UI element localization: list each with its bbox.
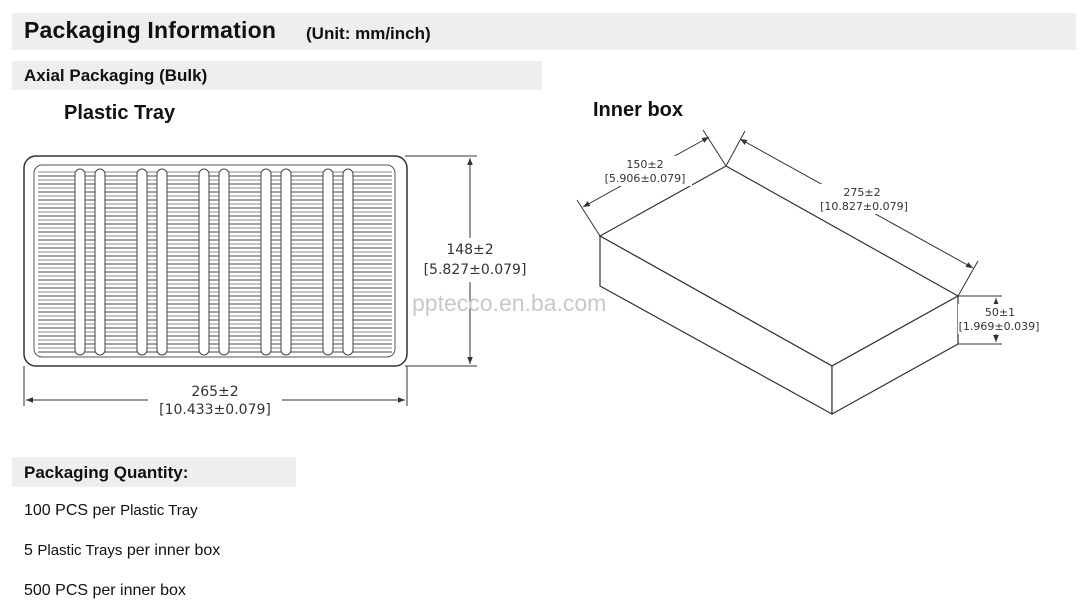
tray-label: Plastic Tray [64,102,176,124]
quantity-section-bar: Packaging Quantity: [12,457,296,487]
box-width-mm: 150±2 [626,158,663,171]
tray-width-inch: [10.433±0.079] [159,402,271,418]
box-height-inch: [1.969±0.039] [959,320,1040,333]
tray-height-mm: 148±2 [446,242,493,258]
tray-height-dimension: 148±2 [5.827±0.079] [405,155,536,367]
tray-height-inch: [5.827±0.079] [424,262,527,278]
box-height-dimension: 50±1 [1.969±0.039] [958,295,1042,345]
box-length-inch: [10.827±0.079] [820,200,908,213]
quantity-title: Packaging Quantity: [24,463,189,482]
box-length-dimension: 275±2 [10.827±0.079] [725,130,979,297]
tray-width-mm: 265±2 [191,384,238,400]
title-bar: Packaging Information (Unit: mm/inch) [12,13,1076,50]
box-length-mm: 275±2 [843,186,880,199]
quantity-line-3: 500 PCS per inner box [24,582,186,599]
plastic-tray-drawing [23,155,408,367]
page-title: Packaging Information [24,17,277,43]
quantity-line-2: 5 Plastic Trays per inner box [24,542,221,559]
axial-section-title: Axial Packaging (Bulk) [24,66,208,85]
unit-note: (Unit: mm/inch) [306,24,431,43]
axial-section-bar: Axial Packaging (Bulk) [12,61,542,90]
box-height-mm: 50±1 [985,306,1015,319]
tray-width-dimension: 265±2 [10.433±0.079] [23,366,408,420]
quantity-line-1: 100 PCS per Plastic Tray [24,502,198,519]
tray-ribs [74,168,354,356]
watermark: pptecco.en.ba.com [412,290,607,316]
box-width-dimension: 150±2 [5.906±0.079] [576,129,727,237]
box-width-inch: [5.906±0.079] [605,172,686,185]
box-label: Inner box [593,99,684,121]
tray-inner [33,164,396,358]
